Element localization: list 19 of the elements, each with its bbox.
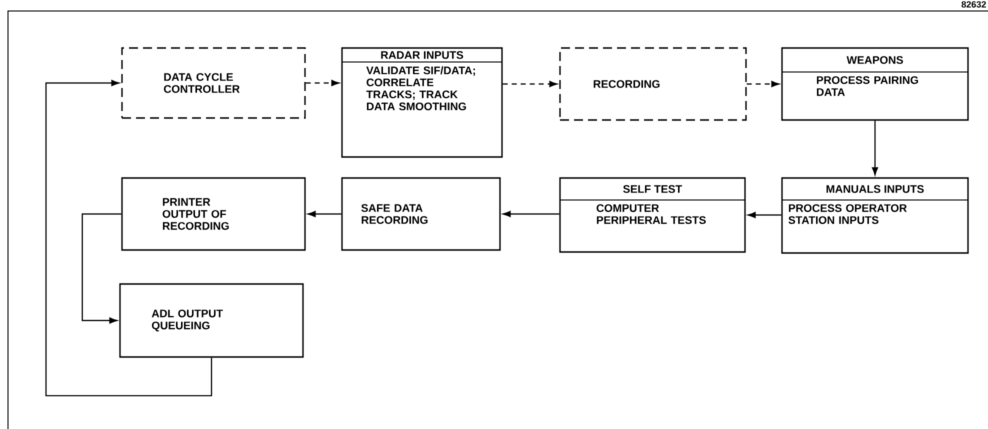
process-box: SELF TEST COMPUTER PERIPHERAL TESTS [559,177,746,253]
arrow [502,80,558,88]
arrow [872,120,878,176]
process-box: RADAR INPUTS VALIDATE SIF/DATA; CORRELATE TRACKS; TRACK DATA SMOOTHING [341,47,503,158]
arrow [502,210,560,218]
arrow [748,212,782,218]
arrow [45,80,212,396]
process-box: DATA CYCLE CONTROLLER [121,47,306,119]
process-box: SAFE DATA RECORDING [341,177,501,251]
arrow [308,210,342,218]
arrow [82,213,122,324]
process-box: RECORDING [559,47,747,121]
process-box: WEAPONS PROCESS PAIRING DATA [781,47,969,121]
process-box: ADL OUTPUT QUEUEING [119,283,304,358]
process-box: PRINTER OUTPUT OF RECORDING [121,177,306,251]
process-box: MANUALS INPUTS PROCESS OPERATOR STATION INPUTS [781,177,969,254]
figure-number: 82632 [962,1,986,8]
arrow [306,80,340,86]
arrow [746,80,780,88]
